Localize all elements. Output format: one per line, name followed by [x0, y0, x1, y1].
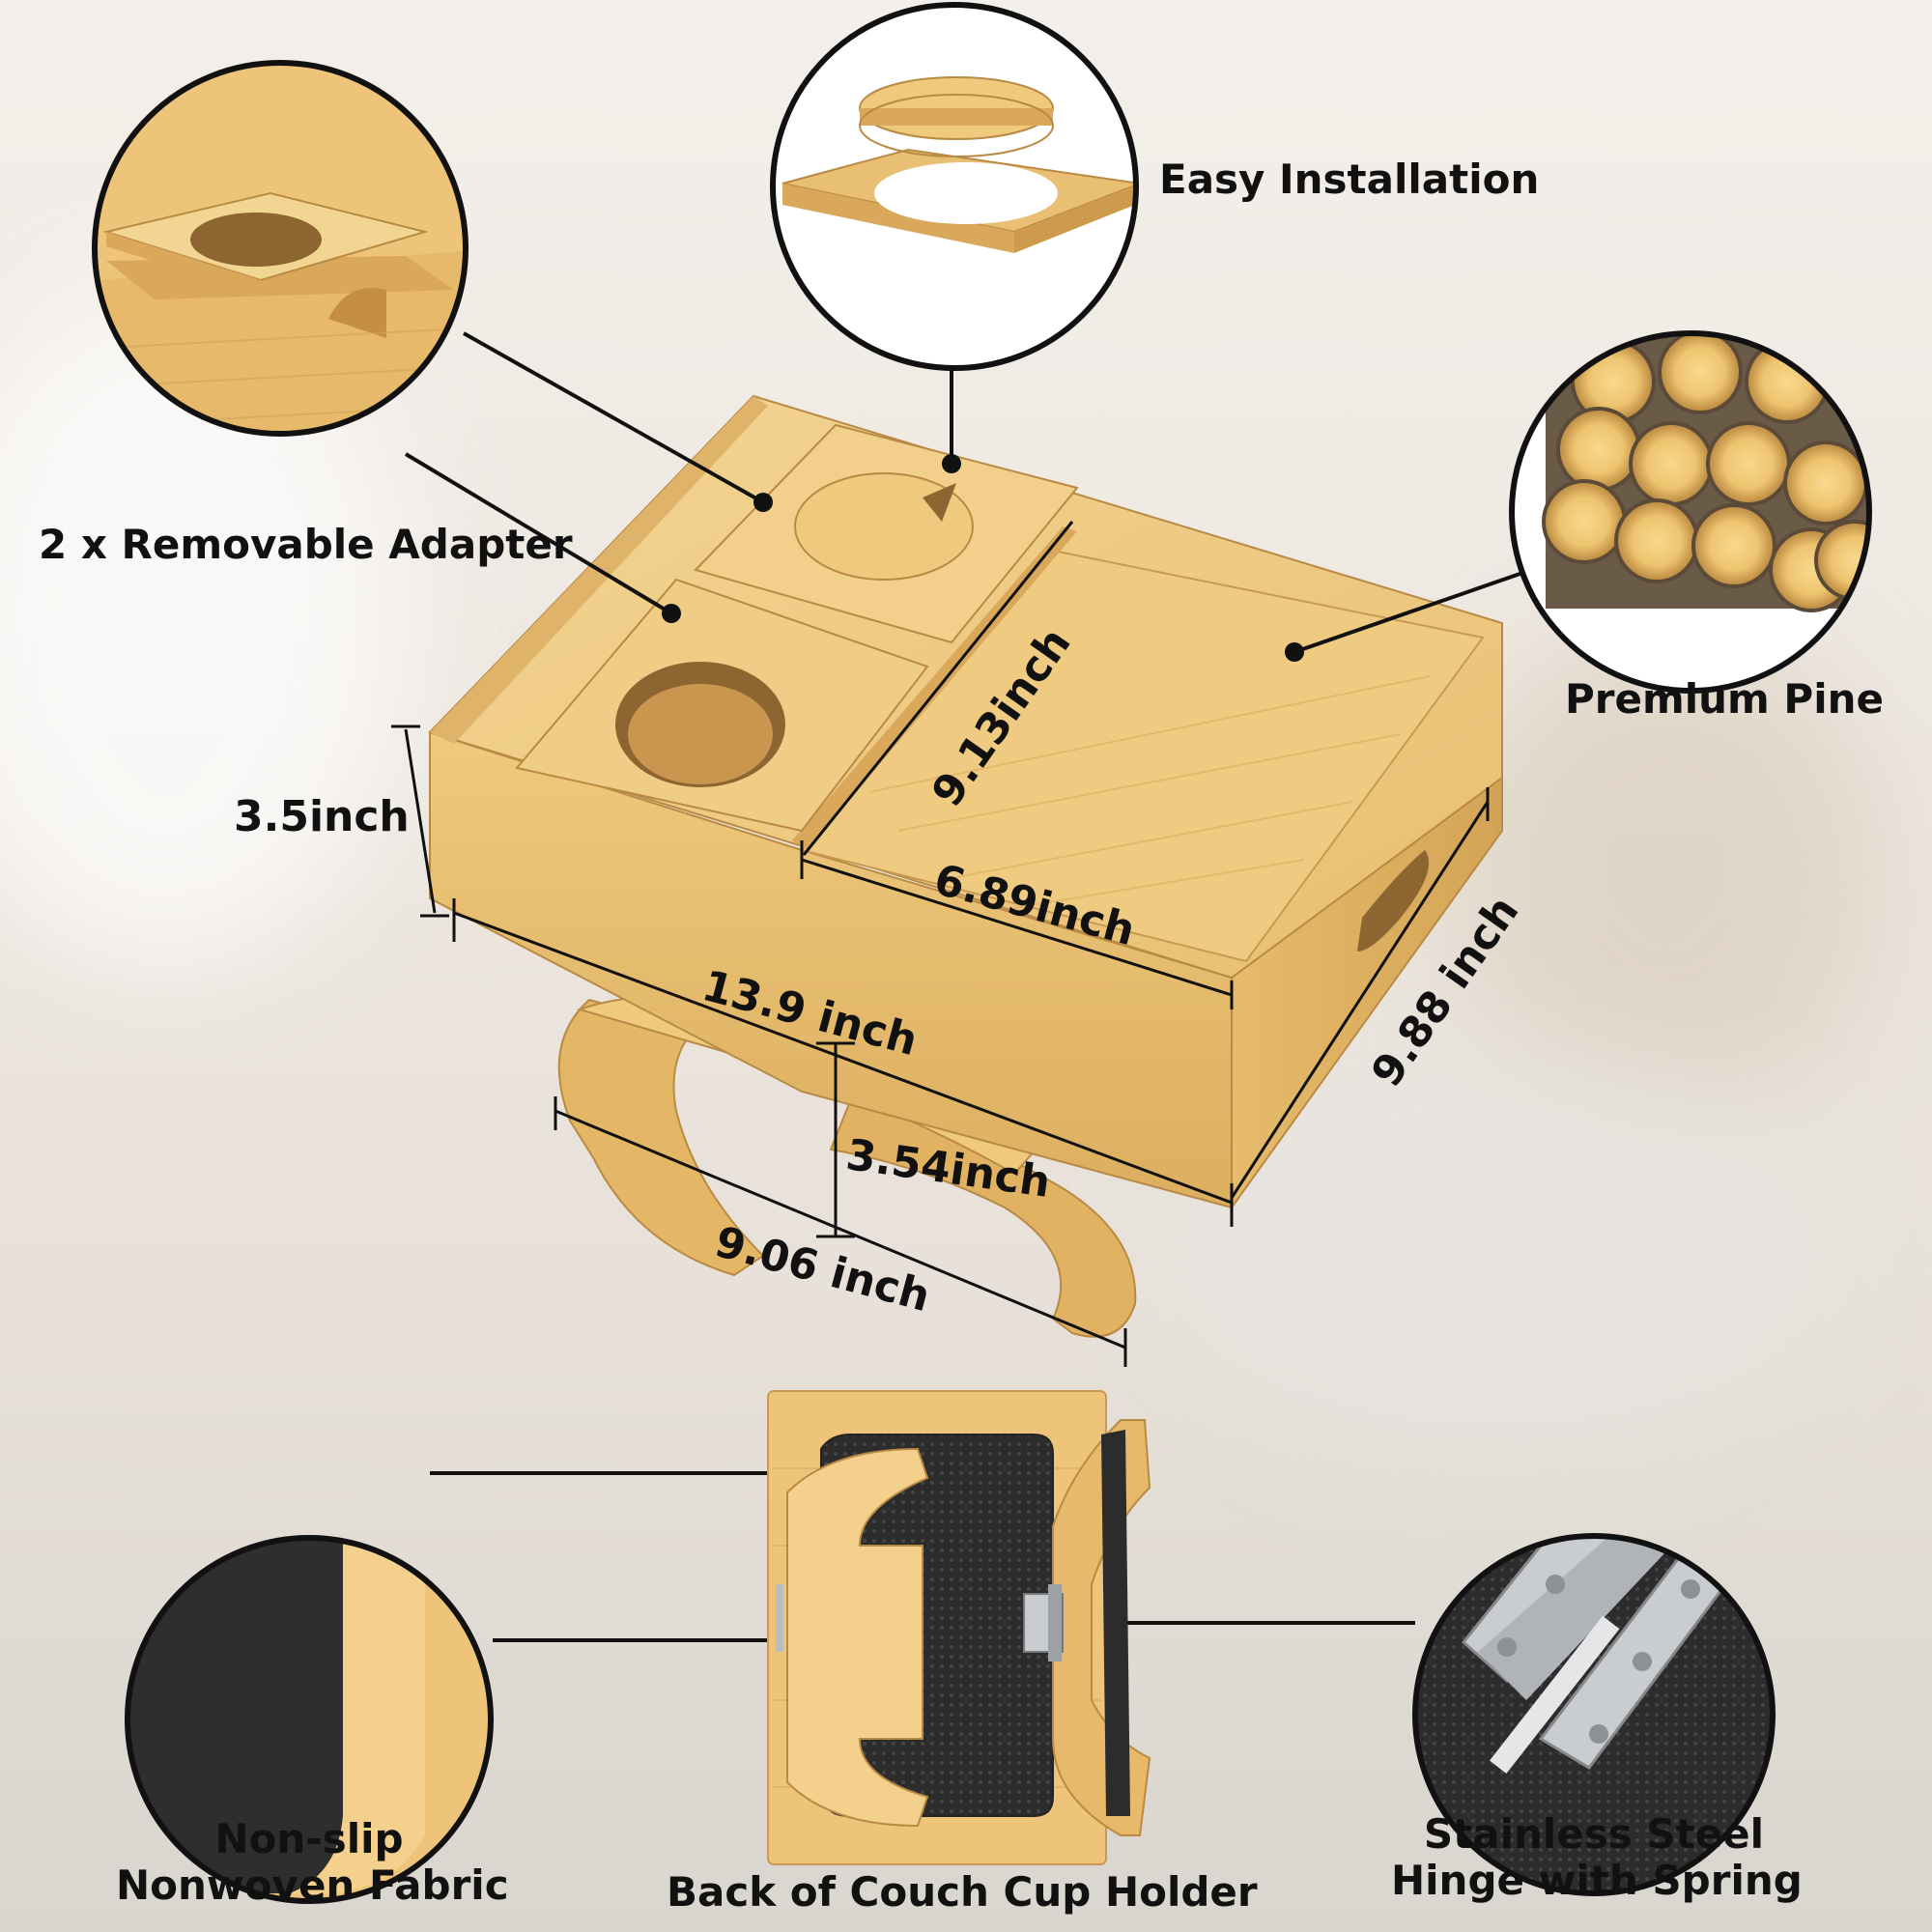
back-view-panel	[767, 1390, 1151, 1865]
removable-adapter-detail	[92, 60, 469, 437]
label-premium-pine: Premium Pine	[1565, 675, 1884, 723]
background-shelf-blur	[1449, 628, 1884, 1111]
dim-height-box: 3.5inch	[234, 792, 410, 841]
premium-pine-detail	[1509, 330, 1872, 694]
label-removable-adapter: 2 x Removable Adapter	[39, 521, 573, 568]
label-nonslip-line1: Non-slip	[214, 1815, 404, 1862]
dimension-lines	[391, 521, 1490, 1367]
log-ends	[1542, 333, 1869, 612]
side-handle-slot	[1357, 850, 1430, 952]
label-hinge-line1: Stainless Steel	[1423, 1810, 1765, 1858]
hinge-detail	[1412, 1533, 1776, 1896]
label-back-of-couch: Back of Couch Cup Holder	[667, 1868, 1258, 1916]
easy-installation-detail	[770, 2, 1139, 371]
label-nonslip-fabric: Non-slip Nonwoven Fabric	[116, 1815, 509, 1910]
label-hinge-line2: Hinge with Spring	[1391, 1857, 1803, 1905]
label-hinge-spring: Stainless Steel Hinge with Spring	[1391, 1810, 1803, 1905]
label-easy-installation: Easy Installation	[1159, 156, 1540, 203]
label-nonslip-line2: Nonwoven Fabric	[116, 1861, 509, 1910]
